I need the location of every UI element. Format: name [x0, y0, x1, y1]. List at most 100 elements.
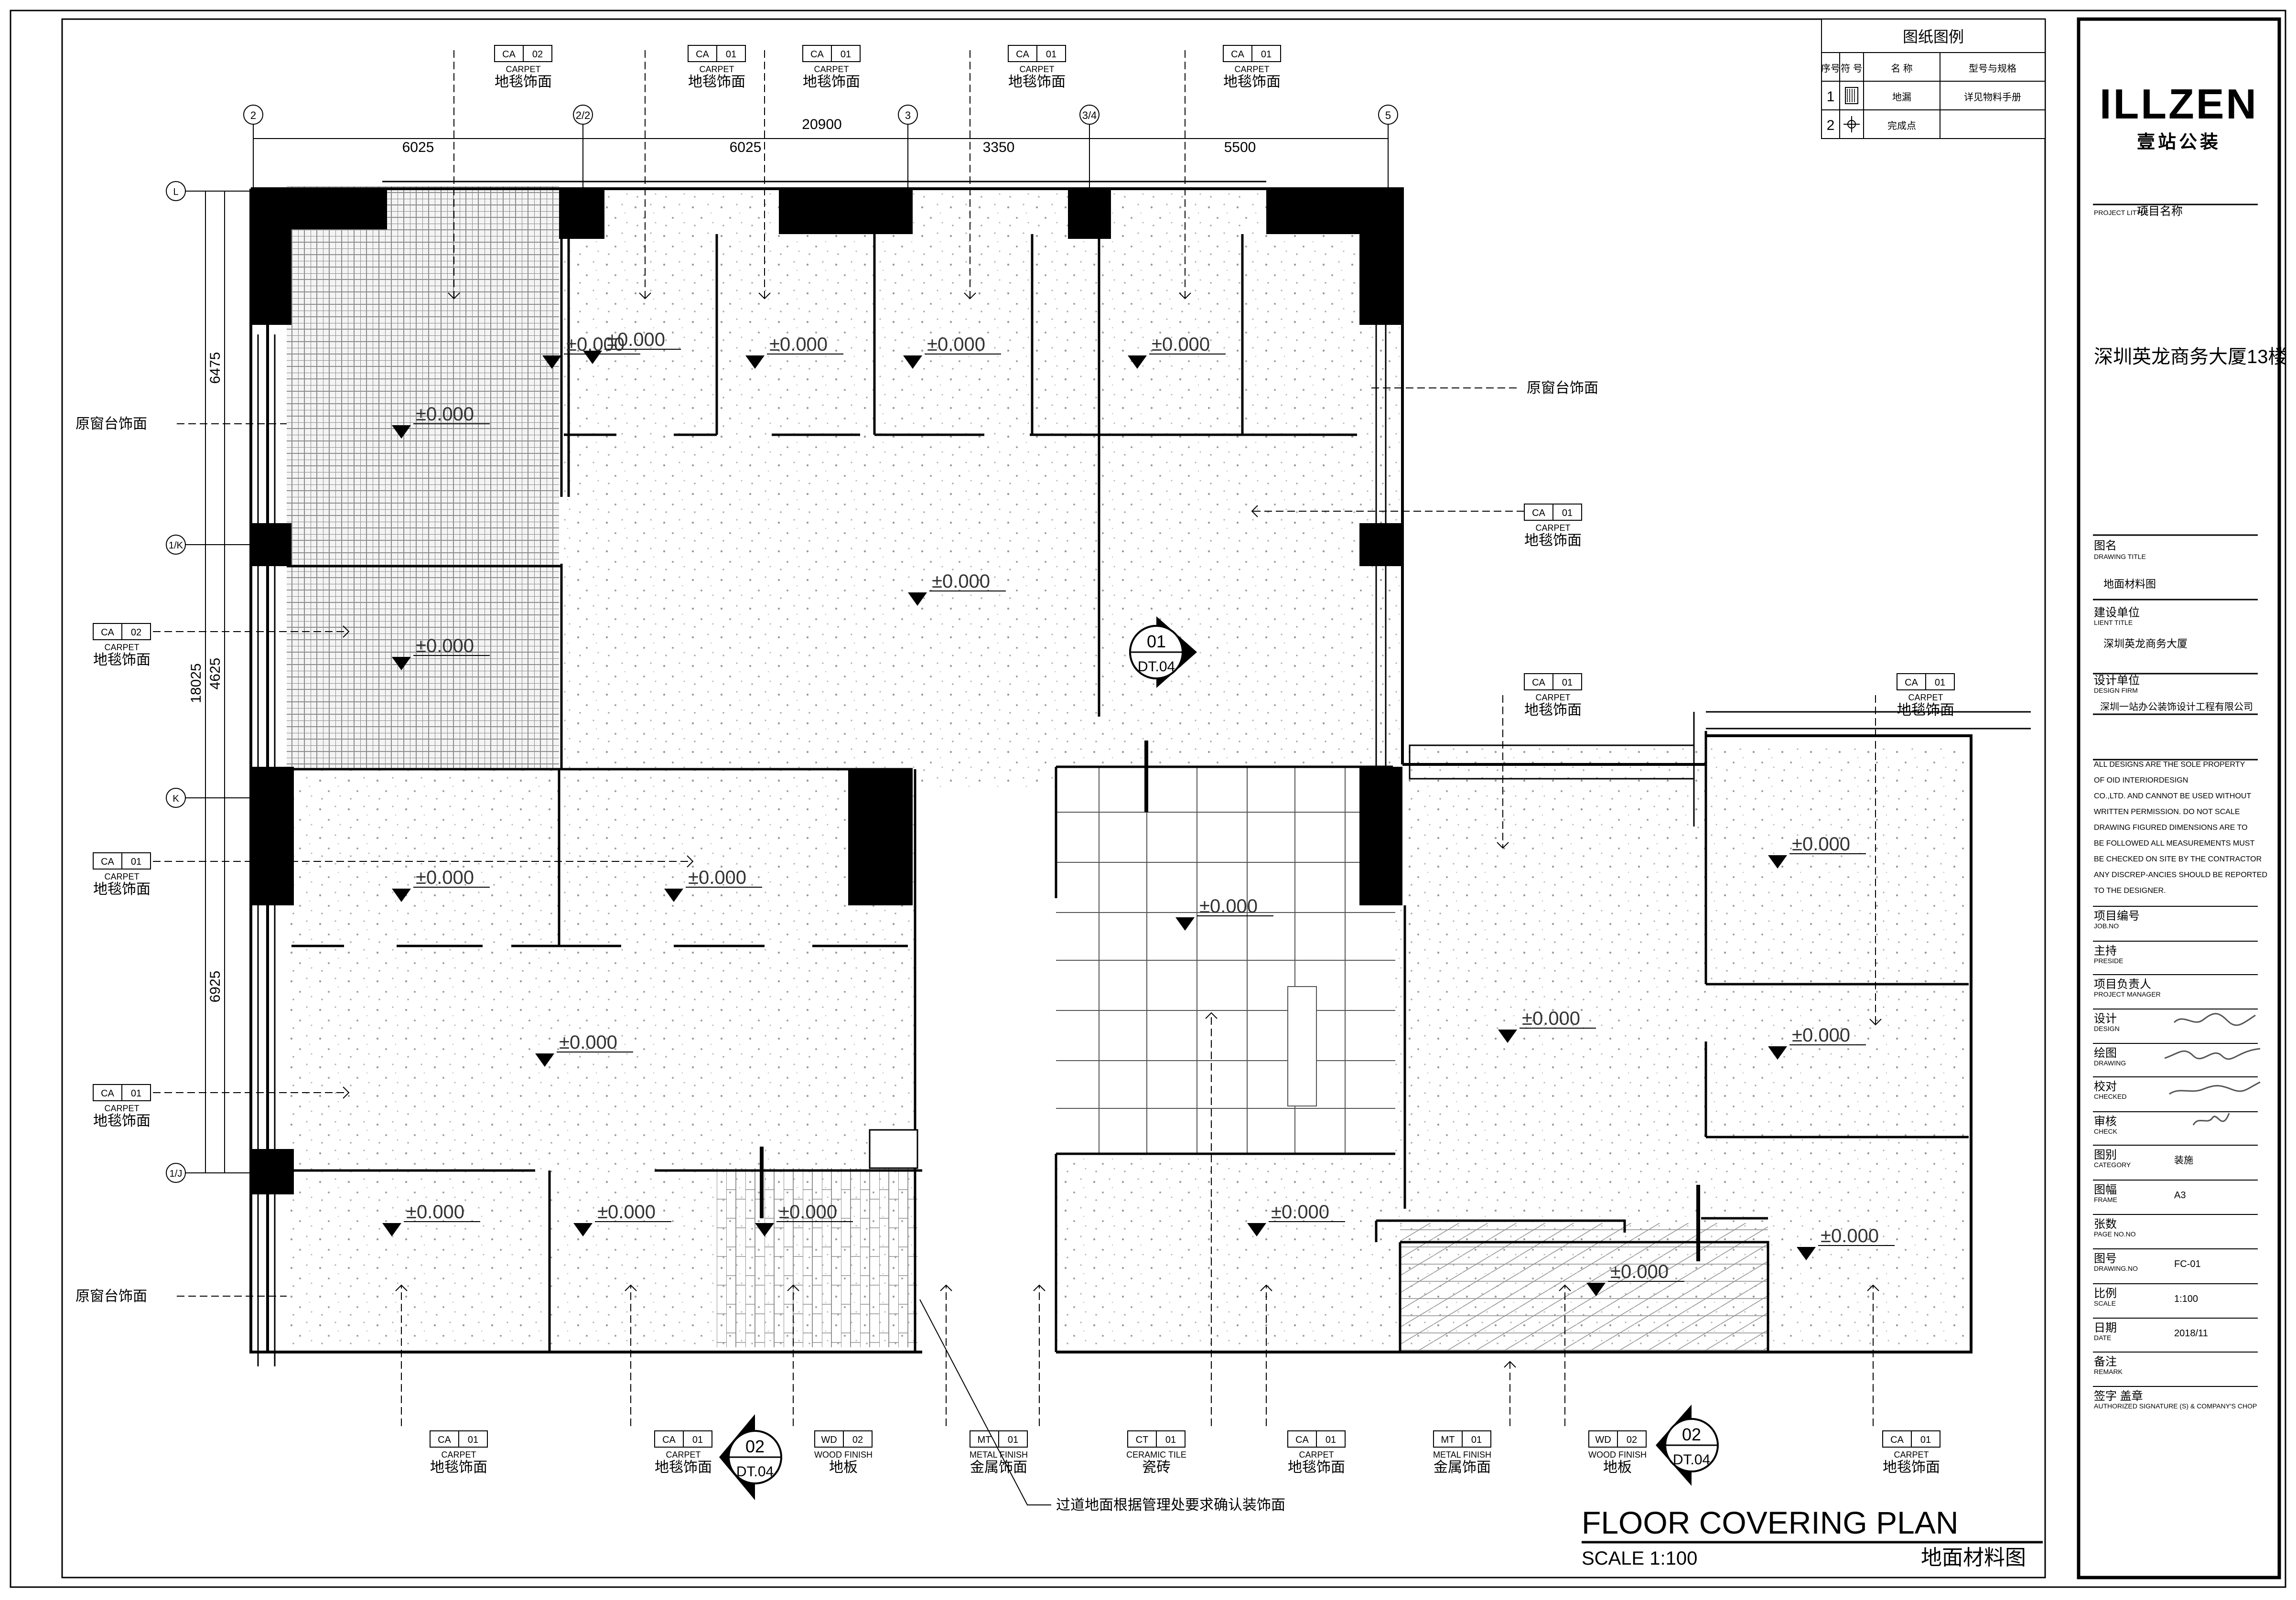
grid-label: 2/2	[576, 109, 591, 121]
tag-english: METAL FINISH	[970, 1450, 1028, 1460]
tag-chinese: 金属饰面	[970, 1460, 1027, 1475]
level-value: ±0.000	[688, 867, 746, 888]
level-mark: ±0.000	[1498, 1008, 1596, 1043]
tag-code: CA	[101, 627, 114, 638]
tag-number: 02	[532, 49, 543, 60]
tag-code: WD	[821, 1435, 837, 1445]
grid-axis-left: L1/KK1/J	[166, 181, 186, 1183]
field-value: 装施	[2174, 1155, 2193, 1166]
plan-scale: SCALE 1:100	[1582, 1548, 1697, 1569]
grid-bubble: 2/2	[573, 105, 593, 125]
wood-floor-zone-right	[1400, 1223, 1768, 1352]
level-mark: ±0.000	[1128, 334, 1226, 369]
design-firm-label: 设计单位	[2094, 674, 2140, 687]
field-label: 审核	[2094, 1115, 2117, 1128]
tag-chinese: 地毯饰面	[1288, 1460, 1345, 1475]
level-mark: ±0.000	[535, 1032, 633, 1067]
legend-row-no: 2	[1827, 118, 1835, 133]
level-mark: ±0.000	[755, 1202, 853, 1236]
tag-number: 01	[1046, 49, 1056, 60]
grid-label: L	[173, 187, 178, 197]
field-label: 图别	[2094, 1149, 2117, 1161]
legend-header: 序号	[1821, 63, 1840, 74]
tag-code: CA	[1532, 508, 1545, 518]
field-label: 项目编号	[2094, 910, 2140, 923]
level-mark: ±0.000	[745, 334, 843, 369]
level-value: ±0.000	[416, 635, 474, 656]
tag-english: CARPET	[506, 64, 540, 74]
field-label-en: JOB.NO	[2094, 922, 2119, 930]
disclaimer-line: WRITTEN PERMISSION. DO NOT SCALE	[2094, 808, 2240, 816]
tag-chinese: 地毯饰面	[688, 74, 745, 90]
level-value: ±0.000	[779, 1202, 837, 1223]
tag-english: CARPET	[1908, 693, 1943, 702]
tag-chinese: 金属饰面	[1434, 1460, 1491, 1475]
field-label: 比例	[2094, 1287, 2117, 1300]
grid-label: 1/K	[169, 540, 183, 551]
level-value: ±0.000	[416, 404, 474, 425]
grid-bubble: 1/J	[166, 1163, 186, 1183]
field-label: 备注	[2094, 1355, 2117, 1368]
project-title-label: 项目名称	[2137, 205, 2183, 218]
tag-english: CARPET	[1299, 1450, 1334, 1460]
tag-chinese: 地毯饰面	[1524, 533, 1582, 548]
level-mark: ±0.000	[573, 1202, 671, 1236]
disclaimer-line: TO THE DESIGNER.	[2094, 887, 2166, 895]
grid-label: 3	[905, 109, 911, 121]
level-mark: ±0.000	[1797, 1225, 1895, 1260]
field-label: 签字 盖章	[2094, 1390, 2143, 1403]
legend-row-no: 1	[1827, 89, 1835, 105]
tag-english: CARPET	[1019, 64, 1054, 74]
company-logo-sub: 壹站公装	[2137, 132, 2221, 152]
detail-number: 02	[745, 1437, 765, 1456]
field-label-en: REMARK	[2094, 1368, 2123, 1375]
field-value: 2018/11	[2174, 1328, 2208, 1339]
grid-bubble: L	[166, 181, 186, 201]
level-mark: ±0.000	[542, 334, 640, 369]
field-label-en: PROJECT MANAGER	[2094, 990, 2161, 998]
field-label-en: CHECK	[2094, 1128, 2118, 1135]
tag-number: 01	[692, 1435, 703, 1445]
tag-chinese: 瓷砖	[1142, 1460, 1171, 1475]
signatures	[2164, 1013, 2261, 1126]
design-firm-value: 深圳一站办公装饰设计工程有限公司	[2100, 701, 2253, 712]
tag-number: 02	[131, 627, 141, 638]
detail-callout-01: 01 DT.04	[1129, 616, 1197, 688]
tag-english: CARPET	[104, 872, 139, 881]
disclaimer-line: BE FOLLOWED ALL MEASUREMENTS MUST	[2094, 839, 2255, 848]
sill-note-right: 原窗台饰面	[1527, 380, 1598, 396]
tag-english: CARPET	[1894, 1450, 1929, 1460]
tag-code: CA	[696, 49, 709, 60]
field-label-en: CATEGORY	[2094, 1161, 2131, 1169]
grid-bubble: 5	[1378, 105, 1398, 125]
project-name: 深圳英龙商务大厦13楼	[2094, 346, 2287, 367]
field-label: 校对	[2094, 1080, 2117, 1093]
tag-chinese: 地毯饰面	[1883, 1460, 1940, 1475]
drawing-title-label-en: DRAWING TITLE	[2094, 553, 2146, 560]
disclaimer-line: CO.,LTD. AND CANNOT BE USED WITHOUT	[2094, 792, 2251, 800]
grid-bubble: 3	[898, 105, 918, 125]
tag-chinese: 地板	[829, 1460, 858, 1475]
company-logo: ILLZEN	[2100, 80, 2258, 128]
leader-lines	[153, 50, 1882, 1426]
tag-english: CARPET	[1234, 64, 1269, 74]
level-mark: ±0.000	[1768, 1025, 1866, 1060]
threshold-note: 过道地面根据管理处要求确认装饰面	[1056, 1497, 1285, 1513]
detail-callout-02-left: 02 DT.04	[719, 1414, 782, 1500]
level-mark: ±0.000	[392, 635, 490, 670]
level-mark: ±0.000	[908, 571, 1006, 606]
level-marks: ±0.000 ±0.000 ±0.000 ±0.000 ±0.000 ±0.000 ±0.0…	[382, 329, 1895, 1296]
tag-chinese: 地毯饰面	[430, 1460, 487, 1475]
level-mark: ±0.000	[1247, 1202, 1345, 1236]
